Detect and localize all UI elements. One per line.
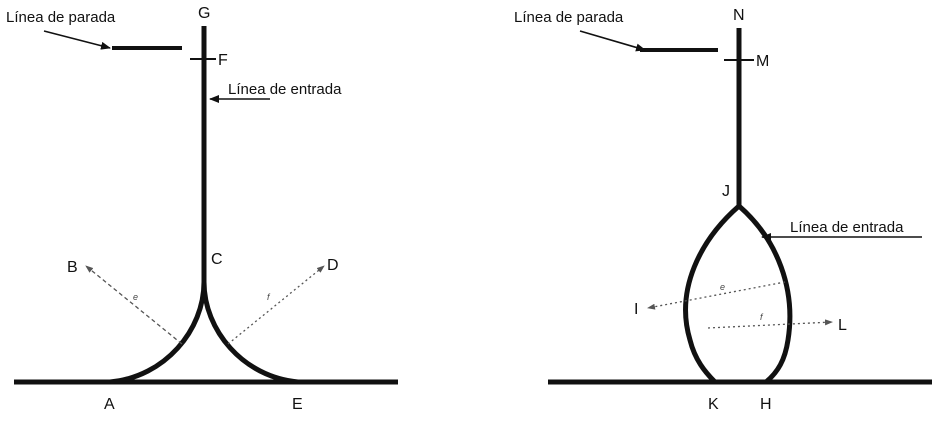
left-point-g: G	[198, 5, 210, 22]
right-point-m: M	[756, 53, 769, 70]
right-dim-e-label: e	[720, 282, 725, 292]
right-point-j: J	[722, 183, 730, 200]
right-dim-f-line	[707, 319, 833, 329]
left-point-d: D	[327, 257, 339, 274]
left-curve-right	[201, 281, 299, 385]
right-island-left	[683, 204, 741, 384]
left-dim-e-line	[85, 265, 183, 345]
right-dim-e-line	[647, 281, 786, 310]
left-stop-arrow	[43, 30, 111, 50]
left-dim-f-line	[227, 265, 325, 345]
right-entry-line-label: Línea de entrada	[790, 219, 904, 236]
right-dim-f-label: f	[760, 312, 764, 322]
left-stop-line-label: Línea de parada	[6, 9, 116, 26]
right-figure: Línea de parada Línea de entrada N M J I…	[514, 7, 932, 413]
right-point-l: L	[838, 317, 847, 334]
left-point-f: F	[218, 52, 228, 69]
right-stop-arrow	[579, 30, 646, 52]
left-figure: Línea de parada Línea de entrada G F C B…	[6, 5, 398, 413]
left-point-e: E	[292, 396, 303, 413]
left-point-b: B	[67, 259, 78, 276]
right-point-i: I	[634, 301, 638, 318]
right-point-n: N	[733, 7, 745, 24]
left-curve-left	[109, 281, 207, 385]
right-island-right	[737, 204, 793, 384]
left-point-a: A	[104, 396, 115, 413]
right-point-k: K	[708, 396, 719, 413]
left-dim-e-label: e	[133, 292, 138, 302]
left-point-c: C	[211, 251, 223, 268]
right-stop-line-label: Línea de parada	[514, 9, 624, 26]
left-entry-line-label: Línea de entrada	[228, 81, 342, 98]
right-point-h: H	[760, 396, 772, 413]
left-dim-f-label: f	[267, 292, 271, 302]
